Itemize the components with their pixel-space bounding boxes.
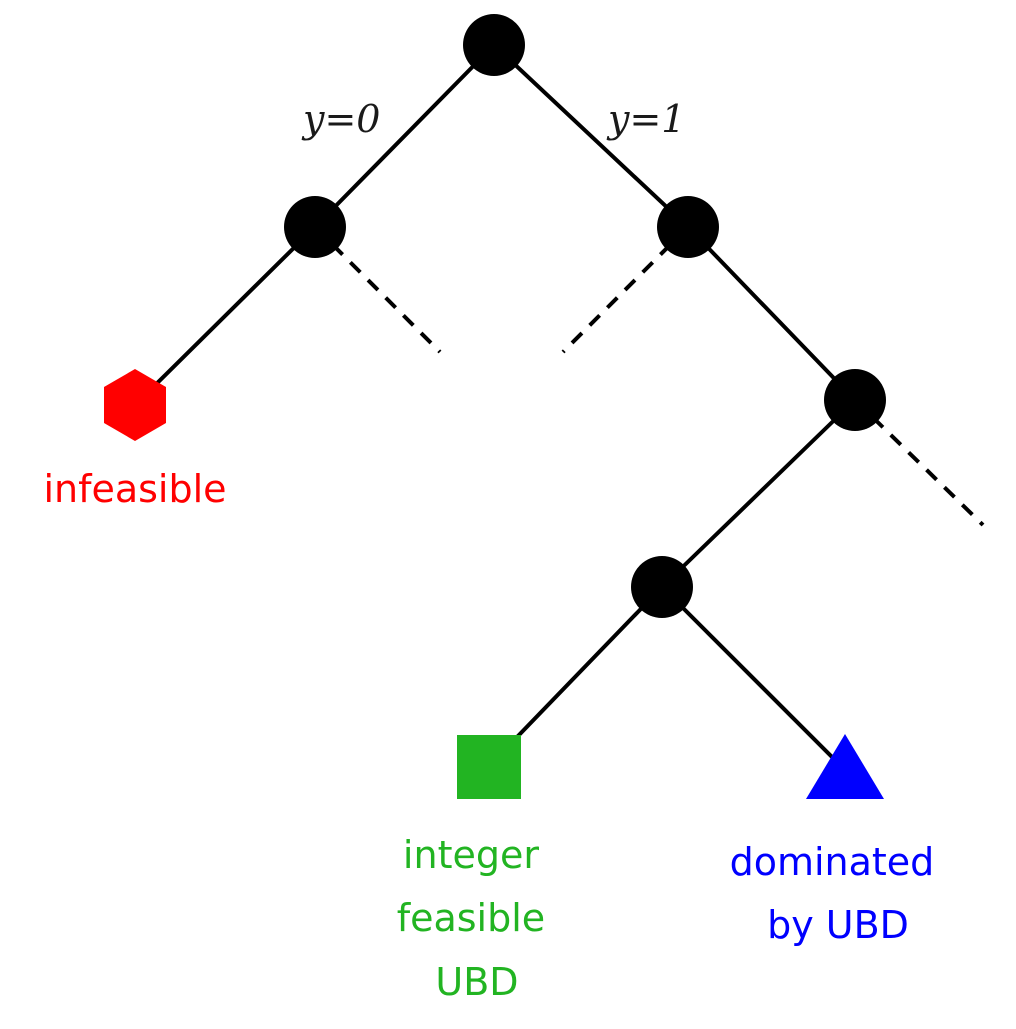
edge-root-left	[313, 43, 496, 229]
integer-feasible-label-line: feasible	[397, 896, 545, 940]
node-y1	[657, 196, 719, 258]
infeasible-hexagon-icon	[104, 369, 166, 441]
dominated-label: dominated by UBD	[730, 840, 947, 947]
integer-feasible-label-line: UBD	[435, 960, 518, 1004]
branch-label-y1: y=1	[606, 97, 685, 141]
node-y0	[284, 196, 346, 258]
integer-feasible-square-icon	[457, 735, 521, 799]
integer-feasible-label: integer feasible UBD	[397, 833, 558, 1004]
edge-node3-node4	[660, 398, 857, 589]
dominated-label-line: by UBD	[767, 903, 909, 947]
edge-right-node3	[686, 225, 857, 402]
dominated-triangle-icon	[806, 734, 884, 799]
dominated-label-line: dominated	[730, 840, 935, 884]
node-level3	[631, 556, 693, 618]
edge-node4-triangle	[660, 585, 847, 772]
node-level2	[824, 369, 886, 431]
infeasible-label: infeasible	[43, 467, 226, 511]
integer-feasible-label-line: integer	[403, 833, 539, 877]
root-node	[463, 14, 525, 76]
edge-left-infeasible	[133, 225, 317, 407]
branch-label-y0: y=0	[301, 97, 380, 141]
edge-root-right	[492, 43, 690, 229]
